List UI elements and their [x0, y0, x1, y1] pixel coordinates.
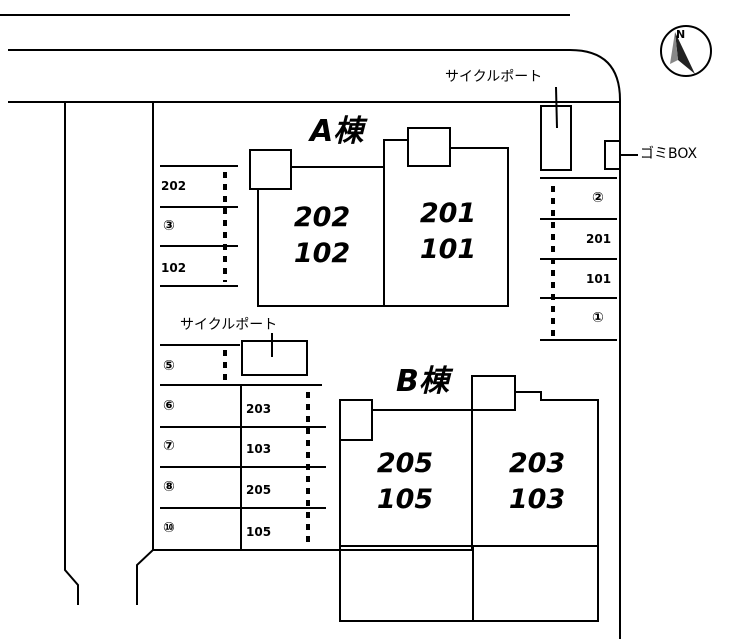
north-arrow-icon: N — [660, 25, 712, 77]
bicycle-port-top-label: サイクルポート — [445, 69, 543, 85]
building-b-entry-right — [471, 375, 516, 411]
building-a-unit-left: 202 102 — [272, 204, 372, 276]
parking-space-label: 105 — [246, 525, 272, 539]
parking-space-label: 203 — [246, 402, 272, 416]
side-road-left-edge — [64, 102, 79, 605]
building-b-unit-left: 205 105 — [355, 450, 455, 522]
building-a-entry-right — [407, 127, 451, 167]
garbage-box — [604, 140, 621, 170]
building-a-entry-left — [249, 149, 292, 190]
unit-number: 101 — [419, 234, 477, 265]
parking-space-label: 205 — [246, 483, 272, 497]
svg-text:N: N — [676, 28, 685, 41]
unit-number: 102 — [293, 238, 351, 269]
building-b-entry-left — [339, 399, 373, 441]
building-a-title: A棟 — [310, 114, 364, 149]
building-b-lower-right — [472, 545, 599, 622]
parking-space-label: 102 — [161, 261, 187, 275]
building-b-title: B棟 — [396, 364, 449, 399]
unit-number: 103 — [508, 484, 566, 515]
parking-space-number: ⑤ — [163, 358, 175, 374]
parking-space-number: ② — [592, 190, 604, 206]
parking-space-label: 201 — [586, 232, 612, 246]
bicycle-port-top-leader — [555, 86, 558, 129]
bicycle-port-middle-label: サイクルポート — [180, 317, 278, 333]
unit-number: 201 — [419, 198, 477, 229]
unit-number: 202 — [293, 202, 351, 233]
building-b-lower-left — [339, 545, 474, 622]
parking-space-label: 101 — [586, 272, 612, 286]
unit-number: 105 — [376, 484, 434, 515]
road-line-outer — [8, 49, 621, 639]
parking-space-label: 103 — [246, 442, 272, 456]
parking-space-label: 202 — [161, 179, 187, 193]
parking-space-number: ① — [592, 310, 604, 326]
building-b-unit-right: 203 103 — [487, 450, 587, 522]
unit-number: 203 — [508, 448, 566, 479]
unit-number: 205 — [376, 448, 434, 479]
parking-space-number: ⑧ — [163, 479, 175, 495]
parking-space-number: ⑦ — [163, 438, 175, 454]
garbage-box-label: ゴミBOX — [640, 146, 698, 162]
parking-space-number: ⑥ — [163, 398, 175, 414]
parking-space-number: ③ — [163, 218, 175, 234]
building-a-unit-right: 201 101 — [398, 200, 498, 272]
parking-space-number: ⑩ — [163, 520, 175, 536]
bicycle-port-middle — [241, 340, 308, 376]
side-road-right-edge — [136, 102, 154, 605]
